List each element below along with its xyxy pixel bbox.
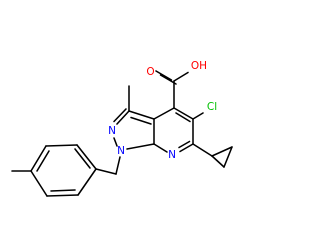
bond-cyclopropyl-1 — [211, 146, 233, 157]
chemical-structure-diagram: O OH Cl N N N — [11, 60, 233, 197]
hydroxyl-label: OH — [191, 60, 207, 72]
bond-ar-5-inner — [50, 189, 76, 192]
bond-carbonyl-double-a — [155, 70, 173, 81]
bond-c5-cl — [192, 112, 204, 120]
bond-c3-n2-b — [113, 108, 127, 123]
bond-c4-c5 — [173, 107, 194, 120]
bond-n1-ch2 — [115, 156, 121, 175]
bond-n2-n1 — [113, 137, 118, 147]
bond-ar-1 — [76, 144, 97, 170]
bond-c3a-c4 — [153, 107, 175, 120]
bond-c6-n7 — [179, 143, 194, 153]
bond-ar-5 — [46, 194, 79, 197]
bond-cyclopropyl-3 — [211, 155, 225, 168]
nitrogen-pyrazole-2-label: N — [108, 125, 116, 137]
bond-ar-2 — [45, 144, 78, 147]
bond-cyclopropyl-2 — [223, 146, 233, 168]
bond-ar-4 — [30, 170, 48, 197]
nitrogen-pyridine-label: N — [168, 149, 176, 161]
bond-ar-6 — [77, 168, 97, 196]
bond-n7-c7a — [153, 143, 168, 153]
bond-ch2-aryl — [95, 168, 117, 175]
atom-labels: O OH Cl N N N — [108, 60, 217, 161]
bond-c6-n7-inner — [178, 140, 191, 149]
bond-ar-3 — [30, 145, 47, 172]
bond-n1-c7a — [126, 143, 155, 150]
bond-c4-c5-inner — [175, 112, 191, 123]
nitrogen-pyrazole-1-label: N — [117, 145, 125, 157]
bond-c3-n2-a — [116, 110, 130, 125]
chlorine-label: Cl — [207, 101, 217, 113]
bond-c3a-c3 — [128, 110, 155, 120]
bond-carbonyl-double-b — [159, 74, 177, 85]
bond-c6-cyclopropyl — [192, 143, 213, 157]
bond-c-oh — [173, 71, 189, 82]
oxygen-carbonyl-label: O — [146, 66, 154, 78]
bond-c3a-c3-inner — [130, 116, 152, 125]
bond-lines — [11, 70, 233, 197]
bond-ar-3-inner — [36, 150, 50, 172]
bond-ar-1-inner — [74, 148, 91, 169]
